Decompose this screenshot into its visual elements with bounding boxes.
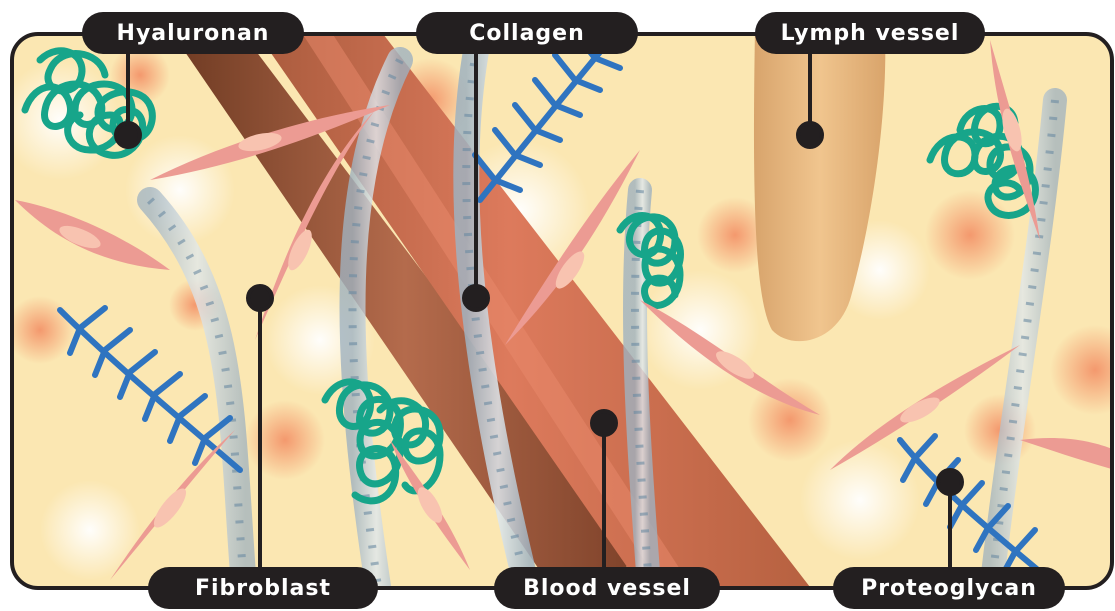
- blood-vessel-marker-dot: [592, 411, 616, 435]
- label-lymph-vessel: Lymph vessel: [755, 12, 985, 54]
- label-proteoglycan: Proteoglycan: [833, 567, 1065, 609]
- label-lymph-vessel-text: Lymph vessel: [781, 21, 960, 46]
- label-fibroblast: Fibroblast: [148, 567, 378, 609]
- fibroblast-marker-dot: [248, 286, 272, 310]
- collagen-marker-dot: [464, 286, 488, 310]
- proteoglycan-marker-dot: [938, 470, 962, 494]
- label-collagen-text: Collagen: [469, 21, 585, 46]
- label-collagen: Collagen: [416, 12, 638, 54]
- label-fibroblast-text: Fibroblast: [195, 576, 331, 601]
- label-proteoglycan-text: Proteoglycan: [861, 576, 1037, 601]
- hyaluronan-marker-dot: [116, 123, 140, 147]
- label-hyaluronan: Hyaluronan: [82, 12, 304, 54]
- label-hyaluronan-text: Hyaluronan: [117, 21, 270, 46]
- lymph-vessel-marker-dot: [798, 123, 822, 147]
- label-blood-vessel-text: Blood vessel: [523, 576, 691, 601]
- label-blood-vessel: Blood vessel: [494, 567, 720, 609]
